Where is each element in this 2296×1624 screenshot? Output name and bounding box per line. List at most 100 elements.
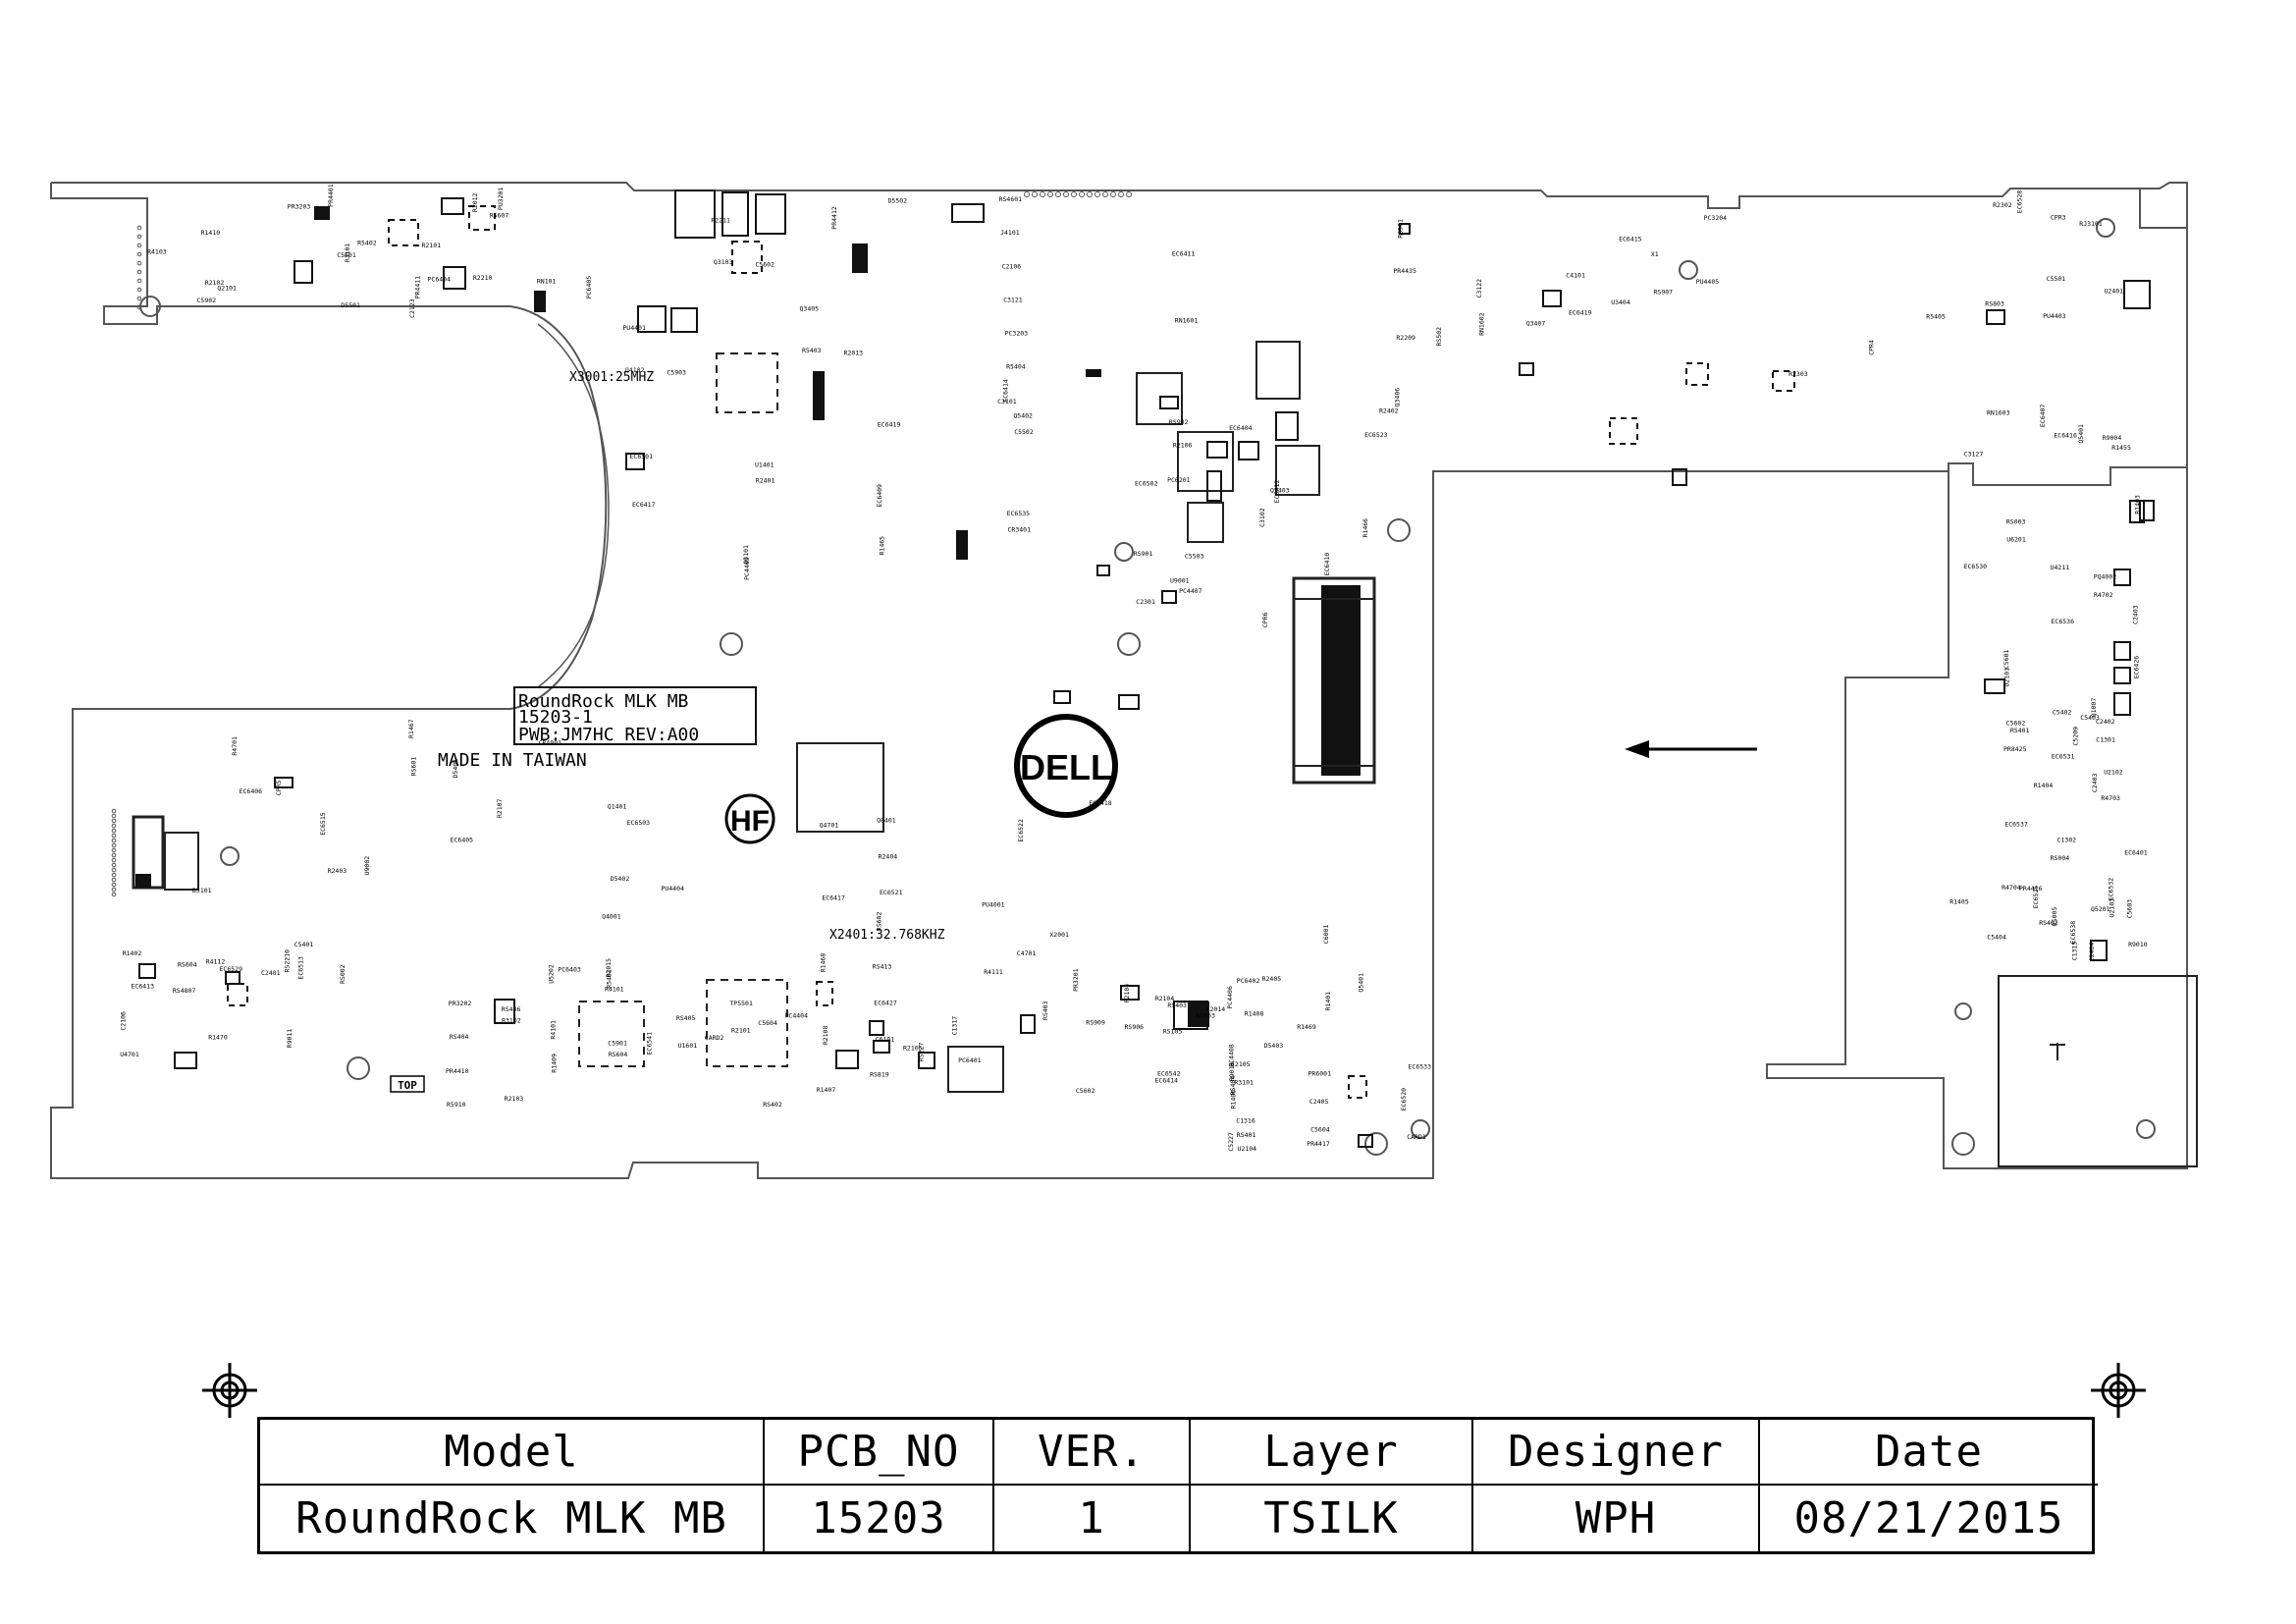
connector-pin — [136, 243, 142, 248]
connector-pin — [1095, 191, 1100, 197]
ref-designator: RS803 — [1985, 300, 2004, 308]
ref-designator: EC4408 — [1228, 1044, 1236, 1067]
ref-designator: U9001 — [1170, 576, 1190, 584]
ref-designator: Q3406 — [1393, 388, 1401, 407]
ref-designator: PR4435 — [1393, 267, 1416, 275]
ref-designator: R2403 — [328, 867, 347, 875]
ref-designator: EC6521 — [880, 889, 903, 896]
header-designer: Designer — [1473, 1420, 1760, 1486]
ref-designator: R2105 — [903, 1045, 923, 1053]
ref-designator: C2106 — [119, 1011, 127, 1031]
ref-designator: C5227 — [1227, 1132, 1235, 1152]
ref-designator: RS601 — [410, 757, 418, 777]
ref-designator: C1316 — [1236, 1117, 1255, 1125]
heatsink-cutout — [537, 323, 610, 688]
ref-designator: RS502 — [1435, 327, 1443, 347]
ref-designator: C4101 — [1566, 271, 1585, 279]
connector-pin — [1102, 191, 1108, 197]
connector-pin — [136, 225, 142, 231]
ref-designator: C3122 — [1475, 279, 1483, 298]
ref-designator: R1406 — [1230, 1090, 1238, 1110]
ref-designator: EC6415 — [1619, 235, 1642, 243]
ref-designator: TP5501 — [729, 1000, 753, 1007]
ref-designator: PR3201 — [1072, 968, 1080, 992]
ref-designator: Q3101 — [742, 545, 750, 565]
ref-designator: R1470 — [208, 1034, 228, 1042]
ref-designator: EC6417 — [632, 501, 656, 509]
ref-designator: EC6405 — [451, 836, 474, 843]
connector-pin — [111, 813, 117, 819]
ref-designator: PR6001 — [1308, 1070, 1332, 1078]
ref-designator: C2401 — [261, 969, 281, 977]
ref-designator: D3101 — [192, 887, 212, 894]
ref-designator: R1409 — [551, 1054, 559, 1073]
ref-designator: Q3103 — [714, 258, 733, 266]
ref-designator: R2401 — [756, 477, 775, 485]
connector-pin — [1126, 191, 1132, 197]
ref-designator: RS602 — [875, 912, 882, 932]
connector-pin — [1110, 191, 1116, 197]
ref-designator: EC6401 — [2124, 849, 2148, 857]
ref-designator: R1408 — [1245, 1010, 1264, 1018]
ref-designator: R2102 — [205, 279, 225, 287]
ref-designator: R4112 — [206, 958, 226, 966]
ref-designator: R1407 — [817, 1086, 836, 1094]
ref-designator: Q5401 — [1358, 973, 1365, 993]
connector-pin — [111, 808, 117, 814]
ref-designator: PC6403 — [558, 966, 581, 974]
ref-designator: R2302 — [1993, 201, 2012, 209]
ref-designator: CARD2 — [705, 1034, 724, 1042]
ref-designator: U2103 — [2108, 898, 2115, 918]
connector-pin — [1071, 191, 1077, 197]
ref-designator: C1315 — [2070, 942, 2078, 961]
connector-pin — [136, 296, 142, 301]
connector-pin — [111, 862, 117, 868]
ref-designator: D5402 — [611, 875, 630, 883]
silk-title: RoundRock MLK MB — [518, 691, 688, 712]
ref-designator: R9011 — [286, 1029, 294, 1049]
ref-designator: R9011 — [1228, 1061, 1236, 1081]
ref-designator: RN1603 — [1987, 408, 2010, 416]
ref-designator: EC6537 — [2004, 821, 2028, 829]
ref-designator: C5604 — [758, 1019, 777, 1027]
ref-designator: R3101 — [1234, 1078, 1254, 1086]
value-designer: WPH — [1473, 1486, 1760, 1551]
ref-designator: C5602 — [2006, 719, 2026, 727]
registration-mark-right — [2091, 1363, 2146, 1418]
ref-designator: R2014 — [1206, 1005, 1226, 1013]
ref-designator: PU4401 — [622, 324, 646, 332]
ref-designator: PR8425 — [2003, 745, 2027, 753]
ref-designator: C2403 — [2131, 605, 2139, 624]
ref-designator: PU4405 — [1696, 278, 1720, 286]
ref-designator: EC6413 — [132, 982, 155, 990]
ref-designator: C5503 — [1185, 553, 1204, 561]
ref-designator: EC6427 — [874, 999, 897, 1006]
ref-designator: RS406 — [502, 1005, 521, 1013]
ref-designator: RS907 — [1654, 289, 1674, 297]
ref-designator: CR3401 — [1008, 525, 1032, 533]
dell-logo: DELL — [1014, 714, 1118, 818]
ref-designator: EC6528 — [2016, 190, 2024, 214]
ref-designator: RS901 — [1134, 550, 1153, 558]
ref-designator: RS005 — [2051, 907, 2058, 927]
connector-pin — [111, 867, 117, 873]
connector-pin — [111, 828, 117, 834]
ref-designator: R2210 — [473, 274, 493, 282]
ref-designator: C5402 — [2053, 709, 2072, 717]
ref-designator: C5602 — [1076, 1087, 1095, 1095]
silk-text: RoundRock MLK MB 15203-1 PWB:JM7HC REV:A… — [438, 370, 945, 943]
ref-designator: X2001 — [1049, 931, 1069, 939]
ref-designator: EC6531 — [2052, 753, 2075, 761]
ref-designator: RS401 — [1237, 1131, 1256, 1139]
connector-pin — [136, 287, 142, 293]
value-ver: 1 — [994, 1486, 1191, 1551]
ref-designator: EC6502 — [1135, 480, 1158, 488]
ref-designator: R5401 — [606, 969, 614, 989]
ref-designator: C5404 — [1987, 933, 2006, 941]
ref-designator: Q4102 — [625, 366, 645, 374]
ref-designator: R1469 — [1297, 1023, 1316, 1031]
ref-designator: RS402 — [2039, 919, 2058, 927]
reference-designators: RJ101RN101C3101X1RJ3101Q3101C3102D3101Q4… — [119, 184, 2147, 1153]
ref-designator: EC6414 — [1155, 1076, 1179, 1084]
ref-designator: CR4001 — [539, 739, 562, 747]
